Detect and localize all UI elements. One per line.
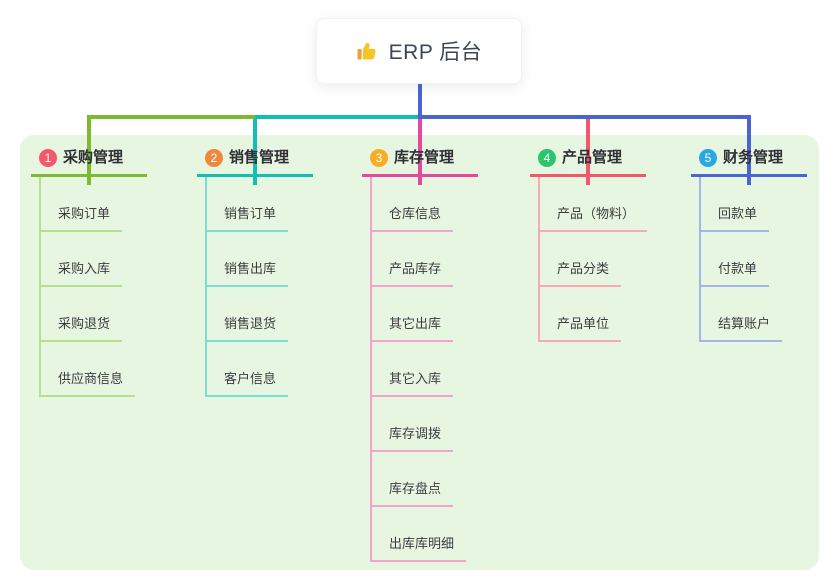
root-node[interactable]: ERP 后台 [316,18,522,84]
node-供应商信息[interactable]: 供应商信息 [39,370,136,397]
branch-title: 销售管理 [229,149,290,166]
child-row: 销售出库 [197,232,313,287]
branch-number-badge-2: 2 [205,149,223,167]
child-row: 回款单 [691,177,807,232]
node-采购订单[interactable]: 采购订单 [39,205,123,232]
connector-horizontal-right [420,115,751,119]
branch-销售管理: 2 销售管理销售订单销售出库销售退货客户信息 [197,148,313,397]
branch-采购管理: 1 采购管理采购订单采购入库采购退货供应商信息 [31,148,147,397]
branch-children: 销售订单销售出库销售退货客户信息 [197,177,313,397]
child-row: 销售退货 [197,287,313,342]
branch-header-4[interactable]: 4 产品管理 [530,148,646,177]
connector-drop-1 [87,115,91,185]
branch-children: 产品（物料） 产品分类产品单位 [530,177,648,342]
child-connector-line [538,177,540,342]
child-row: 销售订单 [197,177,313,232]
node-采购退货[interactable]: 采购退货 [39,315,123,342]
child-connector-line [39,177,41,397]
node-采购入库[interactable]: 采购入库 [39,260,123,287]
node-产品库存[interactable]: 产品库存 [370,260,454,287]
child-row: 其它出库 [362,287,478,342]
branch-库存管理: 3 库存管理仓库信息产品库存其它出库其它入库库存调拨库存盘点出库库明细 [362,148,478,562]
branch-财务管理: 5 财务管理回款单付款单结算账户 [691,148,807,342]
branch-header-5[interactable]: 5 财务管理 [691,148,807,177]
child-row: 产品分类 [530,232,647,287]
node-销售订单[interactable]: 销售订单 [205,205,289,232]
node-出库库明细[interactable]: 出库库明细 [370,535,467,562]
root-title: ERP 后台 [388,41,483,64]
branch-children: 回款单付款单结算账户 [691,177,807,342]
connector-drop-4 [586,115,590,185]
node-仓库信息[interactable]: 仓库信息 [370,205,454,232]
child-row: 库存盘点 [362,452,478,507]
node-结算账户[interactable]: 结算账户 [699,315,783,342]
child-row: 其它入库 [362,342,478,397]
branch-产品管理: 4 产品管理产品（物料） 产品分类产品单位 [530,148,648,342]
child-row: 结算账户 [691,287,807,342]
branch-children: 采购订单采购入库采购退货供应商信息 [31,177,147,397]
child-row: 采购退货 [31,287,147,342]
branch-header-3[interactable]: 3 库存管理 [362,148,478,177]
node-产品单位[interactable]: 产品单位 [538,315,622,342]
branch-title: 库存管理 [394,149,455,166]
child-row: 仓库信息 [362,177,478,232]
connector-drop-2 [253,115,257,185]
connector-root-line [418,84,422,119]
branch-title: 采购管理 [63,149,124,166]
node-客户信息[interactable]: 客户信息 [205,370,289,397]
branch-title: 产品管理 [562,149,623,166]
branch-number-badge-3: 3 [370,149,388,167]
branch-children: 仓库信息产品库存其它出库其它入库库存调拨库存盘点出库库明细 [362,177,478,562]
child-row: 采购入库 [31,232,147,287]
child-connector-line [699,177,701,342]
child-row: 出库库明细 [362,507,478,562]
node-其它出库[interactable]: 其它出库 [370,315,454,342]
child-row: 产品单位 [530,287,647,342]
child-connector-line [205,177,207,397]
node-销售出库[interactable]: 销售出库 [205,260,289,287]
branch-number-badge-4: 4 [538,149,556,167]
connector-drop-3 [418,115,422,185]
node-库存调拨[interactable]: 库存调拨 [370,425,454,452]
thumbs-up-icon [356,39,380,63]
branch-header-1[interactable]: 1 采购管理 [31,148,147,177]
node-销售退货[interactable]: 销售退货 [205,315,289,342]
child-row: 产品（物料） [530,177,648,232]
branch-header-2[interactable]: 2 销售管理 [197,148,313,177]
child-row: 产品库存 [362,232,478,287]
branch-number-badge-1: 1 [39,149,57,167]
node-产品分类[interactable]: 产品分类 [538,260,622,287]
child-row: 采购订单 [31,177,147,232]
node-产品（物料）[interactable]: 产品（物料） [538,205,648,232]
branches-panel [20,135,819,570]
child-row: 库存调拨 [362,397,478,452]
node-付款单[interactable]: 付款单 [699,260,770,287]
node-库存盘点[interactable]: 库存盘点 [370,480,454,507]
node-其它入库[interactable]: 其它入库 [370,370,454,397]
connector-horizontal-middle [255,115,420,119]
child-row: 客户信息 [197,342,313,397]
branch-title: 财务管理 [723,149,784,166]
branch-number-badge-5: 5 [699,149,717,167]
child-row: 供应商信息 [31,342,147,397]
connector-drop-5 [747,115,751,185]
node-回款单[interactable]: 回款单 [699,205,770,232]
connector-horizontal-left [89,115,255,119]
child-row: 付款单 [691,232,807,287]
child-connector-line [370,177,372,562]
